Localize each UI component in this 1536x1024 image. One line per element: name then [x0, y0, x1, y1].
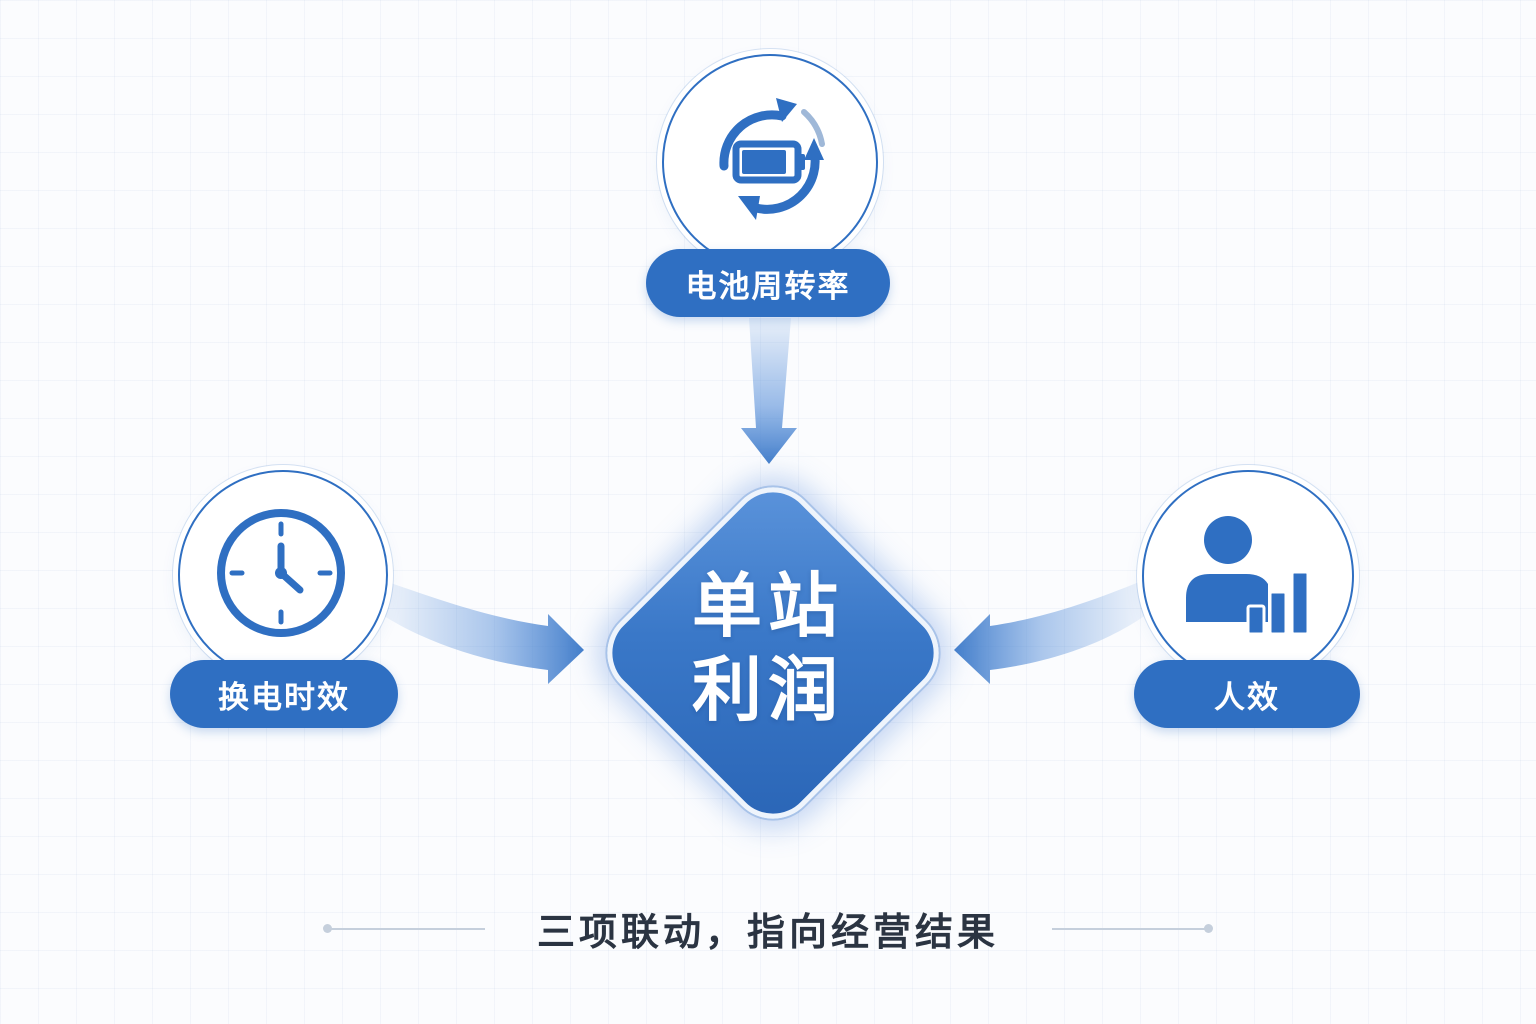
- caption-text: 三项联动，指向经营结果: [536, 909, 999, 954]
- caption-left-dot: [323, 924, 332, 933]
- arrow-right: [954, 580, 1150, 684]
- staff-efficiency-node: [1142, 470, 1354, 682]
- clock-icon: [217, 509, 345, 637]
- label-battery-turnover: 电池周转率: [646, 249, 890, 317]
- person-chart-icon: [1186, 516, 1310, 636]
- profit-label-line1: 单站: [692, 565, 844, 647]
- label-swap-efficiency: 换电时效: [170, 660, 398, 728]
- caption-left-line: [330, 928, 485, 930]
- battery-turnover-node: [662, 54, 878, 270]
- profit-label: 单站 利润: [588, 468, 948, 828]
- swap-efficiency-node: [178, 470, 388, 680]
- battery-cycle-icon: [719, 98, 825, 220]
- caption-right-dot: [1204, 924, 1213, 933]
- arrow-left: [378, 580, 584, 684]
- caption-right-line: [1052, 928, 1207, 930]
- arrow-top: [741, 318, 797, 464]
- station-profit-node: 单站 利润: [588, 468, 957, 837]
- profit-label-line2: 利润: [692, 649, 844, 731]
- label-staff-efficiency: 人效: [1134, 660, 1360, 728]
